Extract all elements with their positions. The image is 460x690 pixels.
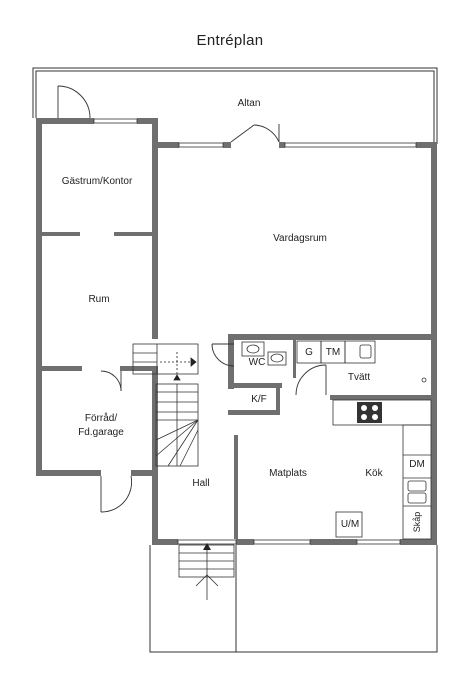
kitchen-sink [407, 480, 427, 504]
room-label-hall: Hall [192, 478, 210, 489]
windows [93, 118, 417, 545]
room-label-vardagsrum: Vardagsrum [273, 233, 327, 244]
plan-title: Entréplan [196, 32, 264, 49]
fixture-label-g: G [305, 347, 313, 358]
stair-direction-arrows [160, 352, 197, 381]
laundry-fixtures [296, 340, 427, 383]
room-label-kf: K/F [251, 394, 267, 405]
room-label-altan: Altan [237, 98, 261, 109]
wc-fixtures [241, 341, 287, 366]
front-yard-outline [149, 545, 438, 653]
room-label-gastrum: Gästrum/Kontor [61, 176, 133, 187]
room-label-rum: Rum [88, 294, 110, 305]
room-label-wc: WC [248, 357, 266, 368]
stove [357, 402, 382, 423]
room-label-matplats: Matplats [269, 468, 307, 479]
fixture-label-tm: TM [325, 347, 341, 358]
interior-walls [42, 124, 431, 539]
entrance-steps [178, 544, 235, 600]
stove-burners [361, 405, 378, 420]
room-label-tvatt: Tvätt [347, 372, 371, 383]
entrance-arrow-head [203, 543, 211, 550]
room-label-forrad-1: Förråd/ [84, 413, 118, 424]
room-label-forrad-2: Fd.garage [78, 427, 124, 438]
doors [57, 85, 327, 513]
balcony-outline [32, 67, 438, 144]
kitchen-fixtures [332, 399, 432, 540]
room-label-kok: Kök [365, 468, 383, 479]
fixture-label-um: U/M [340, 519, 360, 530]
fixture-label-skap: Skåp [412, 511, 422, 533]
fixture-label-dm: DM [409, 459, 425, 470]
staircase [132, 343, 199, 467]
